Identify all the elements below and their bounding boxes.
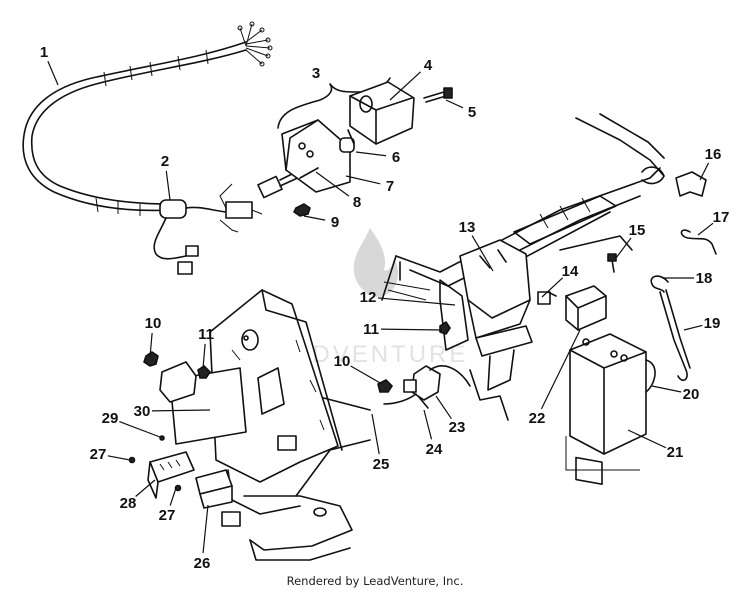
callout-21-battery: 21 — [667, 444, 684, 461]
callout-14-pad: 14 — [562, 263, 579, 280]
nut-10-left — [143, 351, 159, 367]
screw-27-left — [128, 456, 136, 464]
callout-leader-27 — [107, 455, 131, 461]
callout-leader-9 — [303, 215, 326, 221]
callout-leader-10 — [149, 332, 153, 358]
callout-8-bolt: 8 — [353, 194, 361, 211]
vent-tube-20 — [645, 359, 656, 393]
callout-6-bulb: 6 — [392, 149, 400, 166]
screw-27-right — [174, 484, 182, 492]
callout-28-rectifier: 28 — [120, 495, 137, 512]
ignition-module — [159, 361, 197, 403]
callout-5-screw: 5 — [468, 104, 476, 121]
callout-25-bolt: 25 — [373, 456, 390, 473]
callout-leader-1 — [47, 60, 59, 86]
callout-leader-8 — [315, 171, 350, 197]
tail-light-lens — [349, 81, 415, 145]
callout-12-fastener: 12 — [360, 289, 377, 306]
callout-leader-6 — [355, 151, 387, 157]
callout-leader-11 — [202, 343, 206, 369]
strap-bottom-hook — [677, 369, 688, 382]
callout-20-vent-tube: 20 — [683, 386, 700, 403]
callout-26-regulator: 26 — [194, 555, 211, 572]
callout-22-cover: 22 — [529, 410, 546, 427]
battery — [565, 333, 647, 485]
callout-7-tail-light-housing: 7 — [386, 178, 394, 195]
screw-15 — [607, 253, 617, 273]
callout-leader-25 — [371, 413, 380, 455]
callout-leader-5 — [445, 99, 464, 109]
callout-2-harness-connector: 2 — [161, 153, 169, 170]
callout-18-hook: 18 — [696, 270, 713, 287]
strap-hook-17 — [680, 229, 717, 255]
screw-29 — [159, 435, 165, 441]
callout-leader-17 — [697, 222, 714, 236]
callout-13-battery-box: 13 — [459, 219, 476, 236]
callout-leader-29 — [119, 420, 161, 438]
callout-leader-11 — [380, 328, 443, 331]
callout-30-mounting-plate: 30 — [134, 403, 151, 420]
callout-9-nut: 9 — [331, 214, 339, 231]
callout-leader-4 — [389, 71, 422, 101]
callout-10-nut: 10 — [334, 353, 351, 370]
callout-leader-19 — [683, 324, 703, 331]
callout-leader-10 — [350, 365, 383, 385]
callout-leader-23 — [435, 395, 452, 420]
callout-23-switch: 23 — [449, 419, 466, 436]
bolt-8 — [299, 167, 319, 179]
callout-19-rubber-strap: 19 — [704, 315, 721, 332]
callout-24-switch-bracket: 24 — [426, 441, 443, 458]
harness-connector — [153, 183, 263, 275]
vent-elbow-16 — [675, 171, 707, 197]
callout-leader-7 — [345, 175, 381, 185]
rubber-strap-19 — [659, 289, 691, 371]
callout-17-strap-hook: 17 — [713, 209, 730, 226]
callout-leader-26 — [202, 504, 209, 554]
callout-16-vent-tube-elbow: 16 — [705, 146, 722, 163]
nut-9 — [293, 203, 311, 217]
rectifier-28 — [147, 451, 195, 499]
callout-11-nut: 11 — [198, 326, 214, 343]
callout-leader-15 — [615, 237, 632, 259]
callout-leader-21 — [627, 429, 667, 449]
callout-leader-30 — [151, 409, 211, 412]
callout-11-nut: 11 — [363, 321, 379, 338]
nut-10-right — [377, 379, 393, 393]
callout-leader-27 — [169, 487, 177, 506]
switch-assembly — [383, 365, 471, 409]
callout-leader-13 — [471, 235, 494, 272]
callout-27-screw: 27 — [90, 446, 107, 463]
callout-1-wiring-harness: 1 — [40, 44, 48, 61]
callout-leader-14 — [541, 277, 564, 298]
callout-leader-2 — [165, 170, 171, 201]
lower-frame — [221, 439, 371, 561]
bolt-25 — [315, 395, 371, 411]
battery-box — [439, 239, 551, 421]
callout-3-tail-light-assembly: 3 — [312, 65, 320, 82]
callout-leader-20 — [651, 385, 682, 393]
callout-15-screw: 15 — [629, 222, 646, 239]
callout-leader-16 — [699, 162, 710, 181]
tail-light-housing — [281, 119, 355, 193]
regulator-26 — [195, 469, 233, 509]
frame — [381, 113, 665, 301]
callout-10-nut: 10 — [145, 315, 162, 332]
callout-leader-12 — [377, 297, 456, 306]
callout-4-tail-light-lens: 4 — [424, 57, 433, 74]
battery-cover — [565, 285, 607, 331]
callout-29-screw: 29 — [102, 410, 119, 427]
footer-credit: Rendered by LeadVenture, Inc. — [286, 574, 464, 588]
callout-leader-24 — [423, 409, 433, 440]
callout-leader-28 — [135, 479, 156, 497]
screw-5 — [423, 87, 453, 103]
pad-14 — [547, 291, 557, 297]
callout-leader-22 — [540, 329, 581, 410]
callout-27-screw: 27 — [159, 507, 176, 524]
nut-11-right — [439, 321, 451, 335]
wiring-harness — [22, 21, 273, 216]
hook-18 — [650, 275, 669, 293]
mounting-panel — [209, 289, 343, 515]
